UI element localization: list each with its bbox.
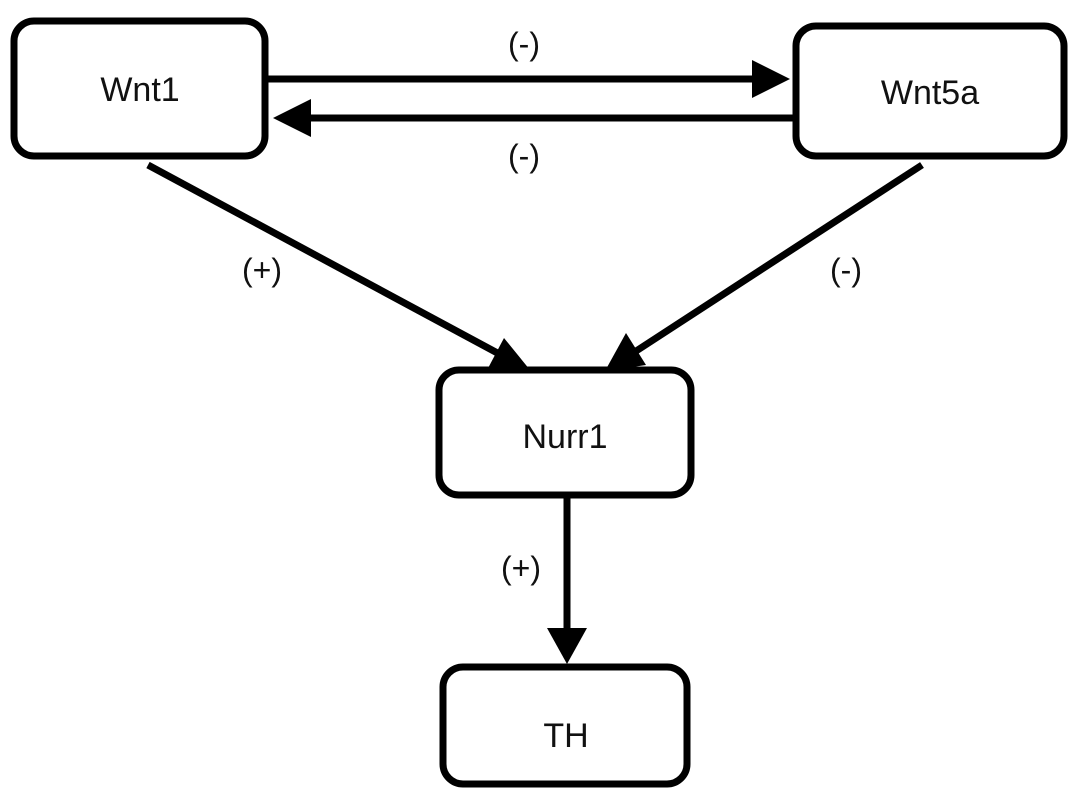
node-label-th: TH bbox=[543, 717, 588, 755]
edge-wnt5a-to-wnt1 bbox=[273, 99, 795, 137]
node-wnt5a: Wnt5a bbox=[792, 22, 1068, 160]
arrowhead-icon bbox=[273, 99, 311, 137]
edge-wnt5a-to-nurr1 bbox=[605, 162, 924, 371]
node-wnt1: Wnt1 bbox=[10, 17, 269, 160]
edge-wnt1-to-nurr1 bbox=[146, 161, 530, 372]
edge-wnt1-to-wnt5a bbox=[266, 60, 790, 98]
edge-nurr1-to-th bbox=[547, 495, 587, 664]
node-nurr1: Nurr1 bbox=[435, 366, 695, 499]
edge-sign-wnt1-to-nurr1: (+) bbox=[242, 252, 282, 288]
arrowhead-icon bbox=[605, 333, 646, 371]
edge-sign-wnt5a-to-wnt1: (-) bbox=[508, 138, 540, 174]
arrowhead-icon bbox=[547, 628, 587, 664]
arrowhead-icon bbox=[752, 60, 790, 98]
arrowhead-icon bbox=[486, 338, 530, 372]
node-th: TH bbox=[439, 663, 691, 788]
node-label-wnt5a: Wnt5a bbox=[881, 74, 979, 112]
edge-sign-wnt5a-to-nurr1: (-) bbox=[830, 252, 862, 288]
node-label-wnt1: Wnt1 bbox=[100, 71, 179, 109]
edge-sign-nurr1-to-th: (+) bbox=[501, 550, 541, 586]
node-label-nurr1: Nurr1 bbox=[522, 418, 607, 456]
edge-sign-wnt1-to-wnt5a: (-) bbox=[508, 26, 540, 62]
